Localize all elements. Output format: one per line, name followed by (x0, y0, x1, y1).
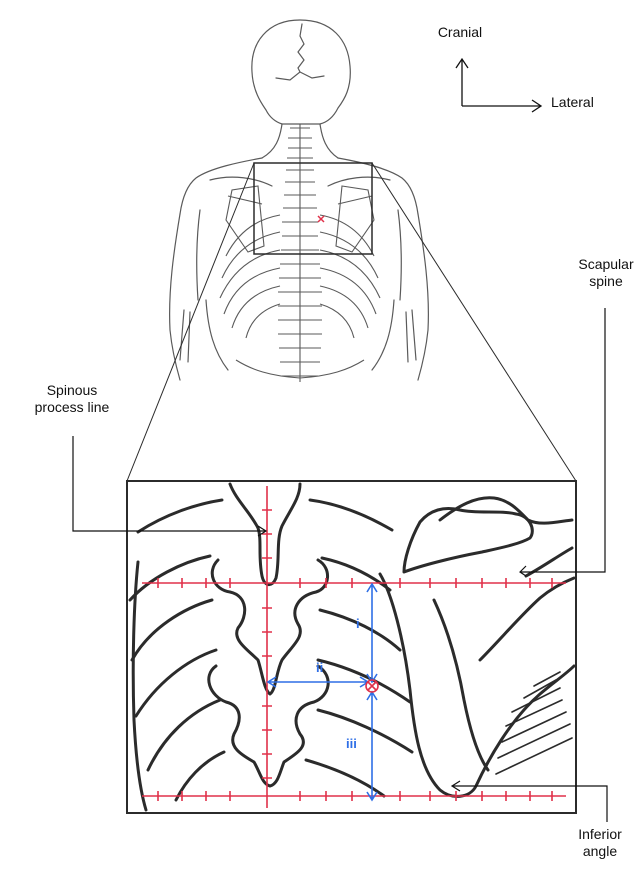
scapular-spine-label: Scapular spine (566, 256, 636, 290)
measure-i-label: i (356, 616, 360, 631)
spinous-label-line2: process line (22, 399, 122, 416)
spinous-label-line1: Spinous (22, 382, 122, 399)
scapular-spine-label-line1: Scapular (566, 256, 636, 273)
inferior-angle-label-line1: Inferior (568, 826, 632, 843)
zoom-connectors (127, 163, 576, 481)
shoulder-right (338, 158, 418, 214)
cranial-label: Cranial (430, 24, 490, 41)
scapular-spine-label-line2: spine (566, 273, 636, 290)
lateral-label: Lateral (551, 94, 611, 111)
measure-iii-label: iii (346, 736, 357, 751)
inferior-angle-label-line2: angle (568, 843, 632, 860)
skull-suture (276, 24, 324, 80)
spinous-process-line-label: Spinous process line (22, 382, 122, 416)
inferior-angle-label: Inferior angle (568, 826, 632, 860)
orientation-arrows (456, 59, 541, 112)
upper-marker-icon (318, 216, 324, 222)
shoulder-left (180, 158, 262, 214)
torso-sketch (170, 20, 429, 380)
measure-ii-label: ii (316, 660, 323, 675)
lateral-arrow-icon (462, 100, 541, 112)
arm-right (398, 210, 428, 380)
arm-left (170, 210, 200, 380)
cranial-arrow-icon (456, 59, 468, 106)
